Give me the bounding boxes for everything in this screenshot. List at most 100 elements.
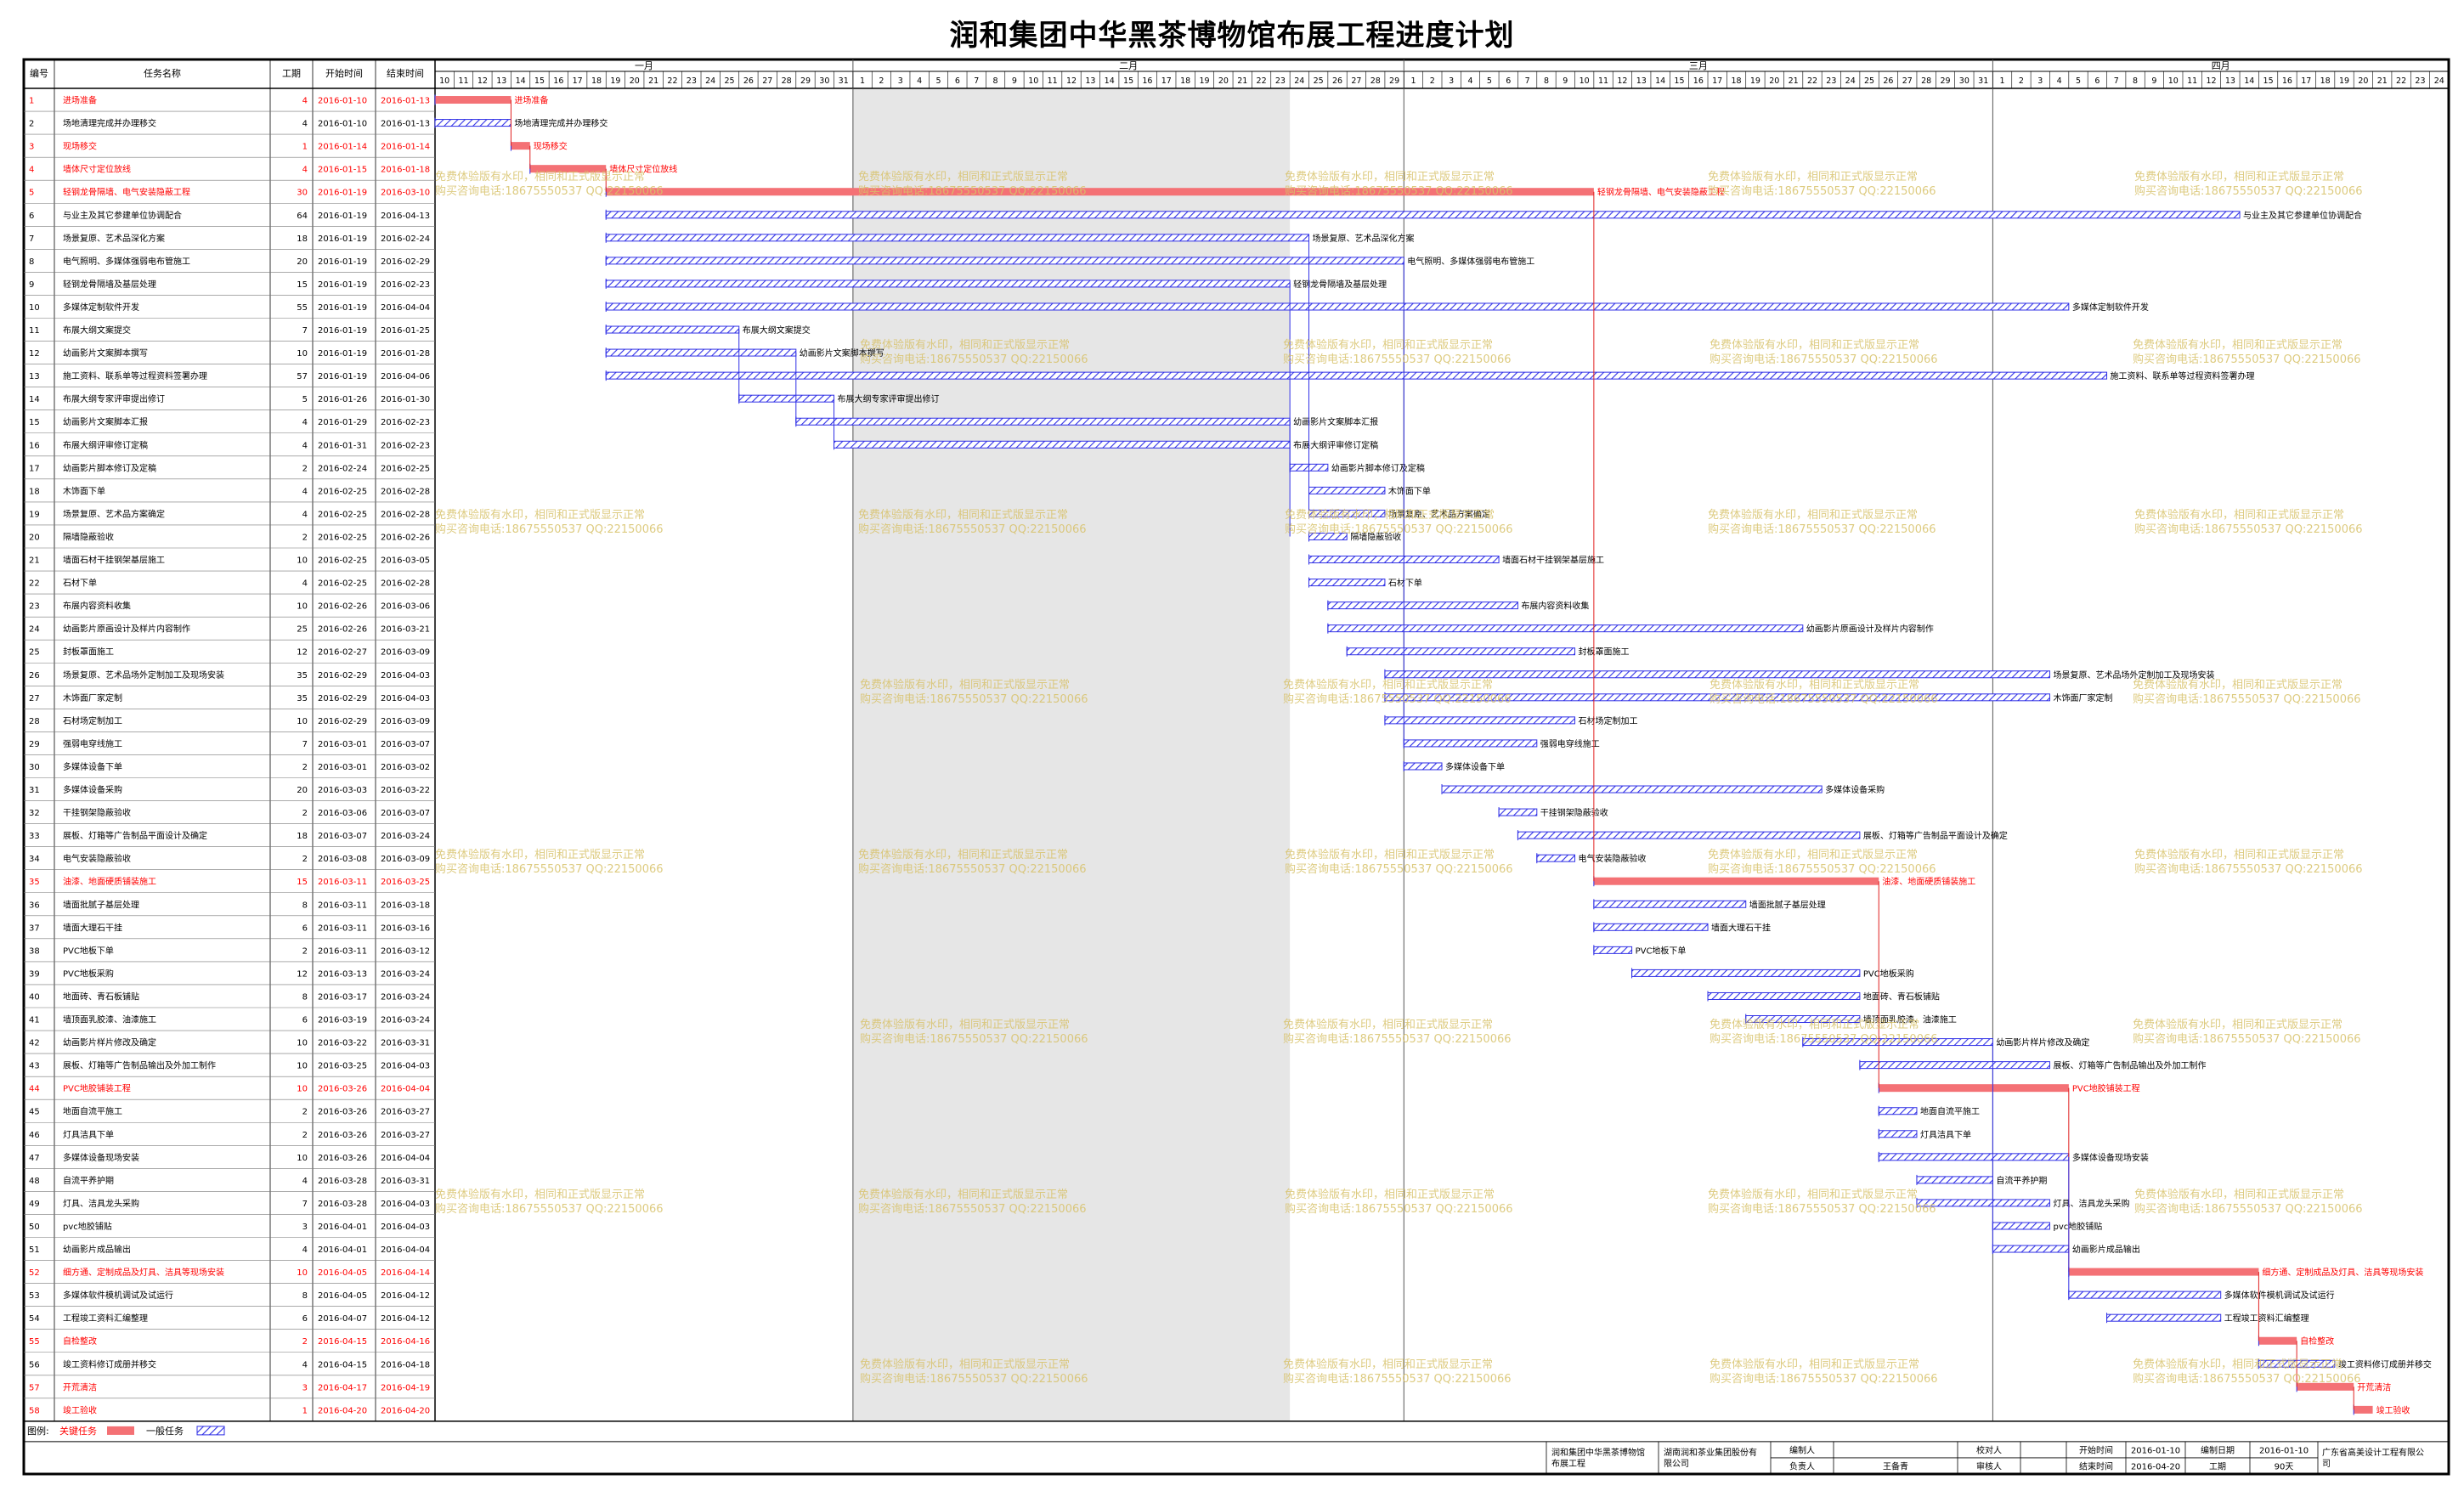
- task-duration: 10: [297, 1062, 308, 1071]
- watermark-line1: 免费体验版有水印，相同和正式版显示正常: [1283, 1358, 1493, 1371]
- day-label: 29: [1940, 76, 1950, 86]
- day-label: 26: [1883, 76, 1893, 86]
- task-start: 2016-01-10: [318, 97, 367, 106]
- task-bar-normal: [1384, 670, 2050, 679]
- task-bar-label: 墙面石材干挂钢架基层施工: [1502, 555, 1604, 566]
- header-end: 结束时间: [387, 68, 424, 79]
- footer-reviewer-label: 审核人: [1976, 1460, 2002, 1471]
- watermark-line1: 免费体验版有水印，相同和正式版显示正常: [860, 1358, 1070, 1371]
- task-start: 2016-04-07: [318, 1314, 367, 1324]
- task-id: 41: [29, 1016, 40, 1025]
- watermark-line2: 购买咨询电话:18675550537 QQ:22150066: [860, 692, 1088, 706]
- watermark-line2: 购买咨询电话:18675550537 QQ:22150066: [2133, 353, 2361, 366]
- task-bar-critical: [2068, 1268, 2259, 1276]
- task-bar-label: 轻钢龙骨隔墙、电气安装隐蔽工程: [1597, 187, 1725, 198]
- task-start: 2016-03-11: [318, 923, 367, 933]
- task-start: 2016-02-27: [318, 648, 367, 658]
- task-duration: 4: [302, 579, 308, 589]
- day-label: 15: [1674, 76, 1684, 86]
- task-duration: 4: [302, 487, 308, 496]
- task-bar-normal: [1498, 808, 1538, 816]
- task-id: 46: [29, 1131, 40, 1140]
- task-duration: 1: [302, 143, 308, 152]
- day-label: 23: [687, 76, 697, 86]
- task-name: 墙面大理石干挂: [63, 922, 122, 933]
- task-bar-label: 石材场定制加工: [1579, 715, 1638, 726]
- task-name: 电气照明、多媒体强弱电布管施工: [63, 256, 190, 267]
- task-bar-normal: [1878, 1130, 1918, 1138]
- task-end: 2016-04-03: [381, 694, 430, 703]
- task-duration: 5: [302, 395, 308, 404]
- task-bar-normal: [605, 325, 740, 334]
- day-label: 13: [1085, 76, 1095, 86]
- task-start: 2016-01-19: [318, 257, 367, 267]
- task-name: 幼画影片文案脚本汇报: [63, 416, 148, 427]
- watermark-line1: 免费体验版有水印，相同和正式版显示正常: [858, 1188, 1068, 1201]
- day-label: 21: [1789, 76, 1799, 86]
- task-bar-normal: [1384, 716, 1576, 725]
- day-label: 4: [1468, 76, 1473, 86]
- task-duration: 6: [302, 923, 308, 933]
- footer-days: 90天: [2275, 1462, 2294, 1471]
- task-bar-critical: [1593, 877, 1879, 885]
- day-label: 12: [1617, 76, 1627, 86]
- task-start: 2016-04-15: [318, 1337, 367, 1347]
- task-duration: 12: [297, 648, 308, 658]
- watermark-line2: 购买咨询电话:18675550537 QQ:22150066: [2133, 1372, 2361, 1386]
- day-label: 22: [2396, 76, 2406, 86]
- task-bar-label: 墙体尺寸定位放线: [609, 164, 677, 175]
- task-id: 48: [29, 1177, 40, 1186]
- task-id: 43: [29, 1062, 40, 1071]
- task-bar-normal: [1707, 991, 1861, 1000]
- task-id: 27: [29, 694, 40, 703]
- day-label: 13: [2225, 76, 2235, 86]
- watermark-line2: 购买咨询电话:18675550537 QQ:22150066: [858, 522, 1087, 536]
- task-bar-label: 幼画影片样片修改及确定: [1996, 1037, 2089, 1048]
- task-bar-label: 场景复原、艺术品深化方案: [1312, 233, 1414, 244]
- task-end: 2016-04-03: [381, 1062, 430, 1071]
- footer-designer: 司: [2322, 1460, 2331, 1469]
- task-id: 51: [29, 1245, 40, 1255]
- day-label: 14: [1655, 76, 1665, 86]
- day-label: 20: [630, 76, 640, 86]
- task-end: 2016-04-04: [381, 1245, 430, 1255]
- task-start: 2016-01-19: [318, 349, 367, 359]
- footer-company: 湖南润和茶业集团股份有: [1664, 1447, 1757, 1458]
- watermark-line1: 免费体验版有水印，相同和正式版显示正常: [858, 508, 1068, 522]
- task-bar-normal: [1593, 946, 1633, 954]
- task-id: 35: [29, 878, 40, 887]
- task-bar-label: 木饰面下单: [1388, 485, 1431, 496]
- task-id: 47: [29, 1154, 40, 1163]
- task-name: 封板罩面施工: [63, 647, 114, 658]
- task-duration: 25: [297, 625, 308, 635]
- watermark-line2: 购买咨询电话:18675550537 QQ:22150066: [860, 353, 1088, 366]
- task-id: 8: [29, 257, 34, 267]
- day-label: 5: [2076, 76, 2081, 86]
- task-name: 地面砖、青石板铺贴: [63, 991, 139, 1002]
- task-duration: 10: [297, 1154, 308, 1163]
- task-bar-label: 多媒体设备现场安装: [2072, 1152, 2149, 1163]
- task-end: 2016-04-03: [381, 1200, 430, 1209]
- day-label: 14: [2244, 76, 2254, 86]
- task-duration: 3: [302, 1383, 308, 1392]
- task-start: 2016-01-14: [318, 143, 367, 152]
- task-id: 58: [29, 1406, 40, 1415]
- task-id: 53: [29, 1291, 40, 1301]
- day-label: 16: [2282, 76, 2292, 86]
- task-start: 2016-02-29: [318, 694, 367, 703]
- day-label: 14: [516, 76, 526, 86]
- watermark-line1: 免费体验版有水印，相同和正式版显示正常: [435, 170, 645, 184]
- task-end: 2016-03-10: [381, 189, 430, 198]
- task-start: 2016-03-17: [318, 992, 367, 1002]
- task-bar-normal: [1992, 1222, 2050, 1230]
- task-start: 2016-03-25: [318, 1062, 367, 1071]
- legend-critical-text: 关键任务: [59, 1425, 97, 1437]
- day-label: 27: [1902, 76, 1913, 86]
- watermark-line2: 购买咨询电话:18675550537 QQ:22150066: [860, 1372, 1088, 1386]
- task-bar-normal: [2068, 1291, 2222, 1299]
- header-duration: 工期: [282, 68, 301, 79]
- task-id: 22: [29, 579, 40, 589]
- day-label: 9: [1012, 76, 1017, 86]
- watermark-line2: 购买咨询电话:18675550537 QQ:22150066: [1285, 1202, 1513, 1216]
- task-end: 2016-03-27: [381, 1108, 430, 1117]
